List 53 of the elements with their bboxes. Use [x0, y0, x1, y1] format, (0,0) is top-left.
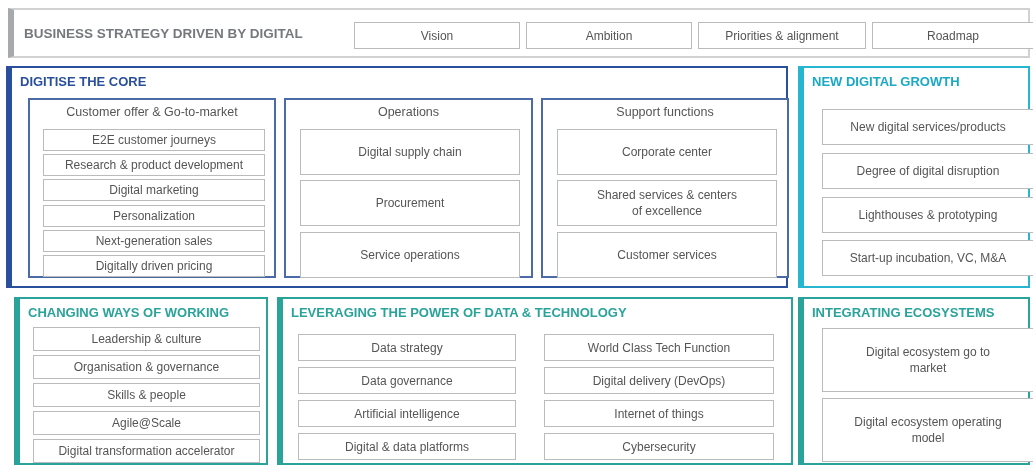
item-box: Agile@Scale — [33, 411, 260, 435]
item-box: Degree of digital disruption — [822, 153, 1033, 189]
item-box: Corporate center — [557, 129, 777, 175]
item-box: Priorities & alignment — [698, 22, 866, 49]
item-box: Vision — [354, 22, 520, 49]
item-box: Digital marketing — [43, 179, 265, 201]
item-box: Data strategy — [298, 334, 516, 361]
item-box: New digital services/products — [822, 109, 1033, 145]
item-box: Digital supply chain — [300, 129, 520, 175]
strategy-band — [8, 8, 1030, 58]
panel-heading: BUSINESS STRATEGY DRIVEN BY DIGITAL — [24, 25, 303, 43]
item-box: Digital delivery (DevOps) — [544, 367, 774, 394]
item-box: Shared services & centers of excellence — [557, 180, 777, 226]
panel-heading: DIGITISE THE CORE — [20, 73, 147, 91]
item-box: Cybersecurity — [544, 433, 774, 460]
group-box — [541, 98, 789, 278]
item-box: Ambition — [526, 22, 692, 49]
item-box: Service operations — [300, 232, 520, 278]
item-box: Organisation & governance — [33, 355, 260, 379]
item-box: Digital transformation accelerator — [33, 439, 260, 463]
group-box — [28, 98, 276, 278]
item-box: Research & product development — [43, 154, 265, 176]
panel-heading: INTEGRATING ECOSYSTEMS — [812, 304, 995, 322]
group-heading: Support functions — [615, 104, 715, 121]
item-box: Next-generation sales — [43, 230, 265, 252]
item-box: World Class Tech Function — [544, 334, 774, 361]
item-box: Digital ecosystem operating model — [822, 398, 1033, 462]
panel-heading: LEVERAGING THE POWER OF DATA & TECHNOLOGY — [291, 304, 627, 322]
item-box: Procurement — [300, 180, 520, 226]
item-box: Customer services — [557, 232, 777, 278]
item-box: Personalization — [43, 205, 265, 227]
pillar-panel — [6, 66, 788, 288]
pillar-panel — [277, 297, 793, 465]
pillar-panel — [798, 297, 1030, 465]
group-box — [284, 98, 533, 278]
pillar-panel — [798, 66, 1030, 288]
item-box: Internet of things — [544, 400, 774, 427]
panel-heading: CHANGING WAYS OF WORKING — [28, 304, 230, 322]
group-heading: Customer offer & Go-to-market — [65, 104, 239, 121]
item-box: Lighthouses & prototyping — [822, 197, 1033, 233]
item-box: Digitally driven pricing — [43, 255, 265, 277]
pillar-panel — [14, 297, 268, 465]
item-box: Skills & people — [33, 383, 260, 407]
panel-heading: NEW DIGITAL GROWTH — [812, 73, 960, 91]
item-box: Digital ecosystem go to market — [822, 328, 1033, 392]
item-box: Data governance — [298, 367, 516, 394]
item-box: E2E customer journeys — [43, 129, 265, 151]
item-box: Roadmap — [872, 22, 1033, 49]
item-box: Start-up incubation, VC, M&A — [822, 240, 1033, 276]
group-heading: Operations — [376, 104, 441, 121]
item-box: Leadership & culture — [33, 327, 260, 351]
item-box: Digital & data platforms — [298, 433, 516, 460]
item-box: Artificial intelligence — [298, 400, 516, 427]
